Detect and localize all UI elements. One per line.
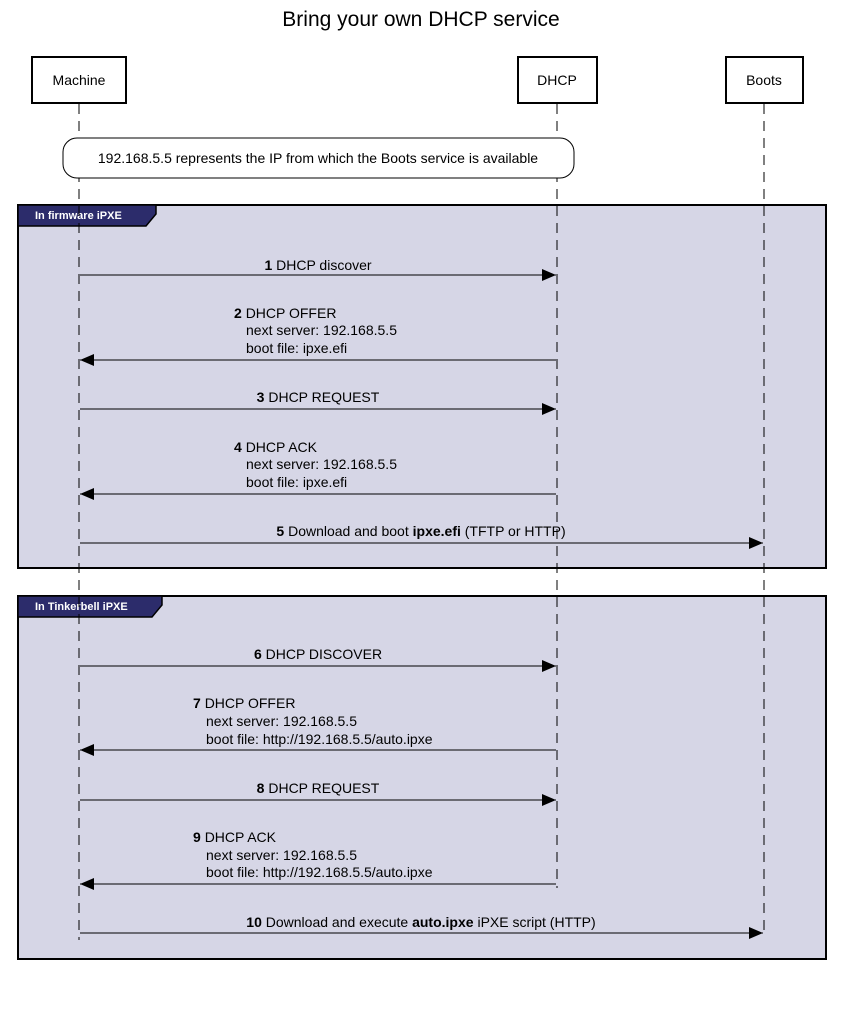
message-3: 3 DHCP REQUEST <box>80 389 556 415</box>
message-7-text: DHCP OFFER <box>205 695 296 711</box>
svg-text:4 DHCP ACK: 4 DHCP ACK <box>234 439 318 455</box>
message-2-detail-2: boot file: ipxe.efi <box>246 340 347 356</box>
message-10-text: Download and execute <box>266 914 412 930</box>
message-4-num: 4 <box>234 439 242 455</box>
svg-text:3 DHCP REQUEST: 3 DHCP REQUEST <box>257 389 380 405</box>
message-4: 4 DHCP ACK next server: 192.168.5.5 boot… <box>80 439 556 500</box>
message-9: 9 DHCP ACK next server: 192.168.5.5 boot… <box>80 829 556 890</box>
group-frame-firmware: In firmware iPXE <box>17 204 827 569</box>
message-4-detail-2: boot file: ipxe.efi <box>246 474 347 490</box>
message-6: 6 DHCP DISCOVER <box>80 646 556 672</box>
participant-boots: Boots <box>725 56 804 104</box>
svg-text:1 DHCP discover: 1 DHCP discover <box>264 257 371 273</box>
message-9-num: 9 <box>193 829 201 845</box>
participant-machine: Machine <box>31 56 127 104</box>
message-5: 5 Download and boot ipxe.efi (TFTP or HT… <box>80 523 763 549</box>
svg-text:10 Download and execute auto.i: 10 Download and execute auto.ipxe iPXE s… <box>246 914 595 930</box>
message-2-num: 2 <box>234 305 242 321</box>
group-label-tinkerbell: In Tinkerbell iPXE <box>35 601 128 613</box>
message-3-num: 3 <box>257 389 265 405</box>
group-label-firmware: In firmware iPXE <box>35 210 122 222</box>
participant-dhcp: DHCP <box>517 56 598 104</box>
diagram-title: Bring your own DHCP service <box>282 8 559 31</box>
message-5-text: Download and boot <box>288 523 413 539</box>
message-4-text: DHCP ACK <box>246 439 318 455</box>
message-8-num: 8 <box>257 780 265 796</box>
message-6-text: DHCP DISCOVER <box>266 646 382 662</box>
participant-dhcp-label: DHCP <box>537 72 577 88</box>
message-8-text: DHCP REQUEST <box>268 780 379 796</box>
message-2-text: DHCP OFFER <box>246 305 337 321</box>
message-5-bold: ipxe.efi <box>413 523 461 539</box>
message-6-num: 6 <box>254 646 262 662</box>
message-3-text: DHCP REQUEST <box>268 389 379 405</box>
svg-text:5 Download and boot ipxe.efi (: 5 Download and boot ipxe.efi (TFTP or HT… <box>276 523 565 539</box>
svg-text:9 DHCP ACK: 9 DHCP ACK <box>193 829 277 845</box>
message-9-detail-2: boot file: http://192.168.5.5/auto.ipxe <box>206 864 433 880</box>
message-7: 7 DHCP OFFER next server: 192.168.5.5 bo… <box>80 695 556 756</box>
message-1-text: DHCP discover <box>276 257 372 273</box>
message-5-num: 5 <box>276 523 284 539</box>
svg-text:6 DHCP DISCOVER: 6 DHCP DISCOVER <box>254 646 382 662</box>
message-10-text-post: iPXE script (HTTP) <box>474 914 596 930</box>
note-text: 192.168.5.5 represents the IP from which… <box>98 150 538 166</box>
message-10: 10 Download and execute auto.ipxe iPXE s… <box>80 914 763 939</box>
message-7-detail-2: boot file: http://192.168.5.5/auto.ipxe <box>206 731 433 747</box>
participant-boots-label: Boots <box>746 72 782 88</box>
svg-text:7 DHCP OFFER: 7 DHCP OFFER <box>193 695 295 711</box>
group-frame-tinkerbell: In Tinkerbell iPXE <box>17 595 827 960</box>
message-2-detail-1: next server: 192.168.5.5 <box>246 322 397 338</box>
message-7-num: 7 <box>193 695 201 711</box>
message-10-num: 10 <box>246 914 262 930</box>
message-9-detail-1: next server: 192.168.5.5 <box>206 847 357 863</box>
message-2: 2 DHCP OFFER next server: 192.168.5.5 bo… <box>80 305 556 366</box>
svg-text:8 DHCP REQUEST: 8 DHCP REQUEST <box>257 780 380 796</box>
message-1-num: 1 <box>264 257 272 273</box>
message-5-text-post: (TFTP or HTTP) <box>461 523 566 539</box>
message-10-bold: auto.ipxe <box>412 914 474 930</box>
message-4-detail-1: next server: 192.168.5.5 <box>246 456 397 472</box>
svg-text:2 DHCP OFFER: 2 DHCP OFFER <box>234 305 336 321</box>
message-7-detail-1: next server: 192.168.5.5 <box>206 713 357 729</box>
message-1: 1 DHCP discover <box>80 257 556 281</box>
message-9-text: DHCP ACK <box>205 829 277 845</box>
note: 192.168.5.5 represents the IP from which… <box>62 137 575 179</box>
message-8: 8 DHCP REQUEST <box>80 780 556 806</box>
participant-machine-label: Machine <box>53 72 106 88</box>
